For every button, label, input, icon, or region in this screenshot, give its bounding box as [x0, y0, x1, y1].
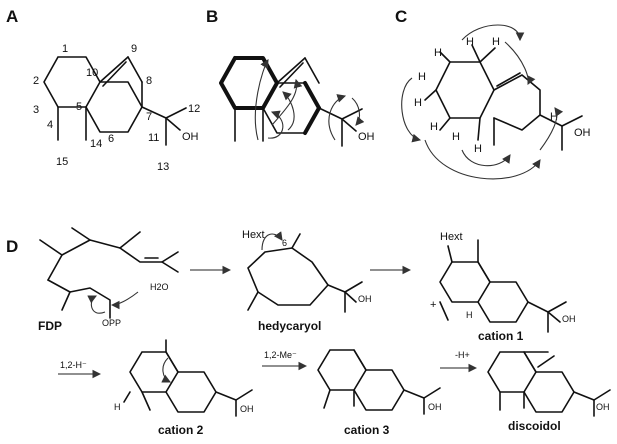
cation-1-structure	[439, 239, 567, 333]
cation1-h: H	[466, 310, 473, 320]
methyl-shift-label: 1,2-Me⁻	[264, 350, 297, 360]
h-atom-8: H	[474, 143, 482, 155]
atom-number-14: 14	[90, 138, 102, 150]
noesy-correlation-arrows	[401, 24, 564, 180]
atom-number-2: 2	[33, 75, 39, 87]
atom-number-12: 12	[188, 103, 200, 115]
hext-label-hedycaryol: Hext	[242, 229, 265, 241]
cation-3-structure	[317, 349, 441, 415]
h-atom-5: H	[414, 97, 422, 109]
h-atom-2: H	[466, 36, 474, 48]
noesy-h-labels: H H H H H H H H H	[414, 36, 558, 155]
hedycaryol-label: hedycaryol	[258, 319, 321, 333]
panel-label-b: B	[206, 7, 218, 26]
hmbc-correlation-arrows	[254, 59, 365, 141]
opp-label: OPP	[102, 318, 121, 328]
discoidol-structure	[487, 351, 611, 417]
atom-number-7: 7	[146, 111, 152, 123]
h-atom-9: H	[550, 111, 558, 123]
h-atom-4: H	[418, 71, 426, 83]
atom-number-13: 13	[157, 161, 169, 173]
fdp-attack-arrow	[110, 291, 139, 310]
atom-number-10: 10	[86, 67, 98, 79]
atom-number-1: 1	[62, 43, 68, 55]
panel-label-a: A	[6, 7, 18, 26]
fdp-label: FDP	[38, 319, 62, 333]
structure-hmbc	[219, 56, 363, 147]
methyl-shift-arrow	[161, 357, 171, 383]
cation-3-label: cation 3	[344, 423, 390, 437]
cation2-h: H	[114, 402, 121, 412]
h-atom-3: H	[492, 36, 500, 48]
fdp-opp-arrow	[87, 295, 106, 314]
atom-number-5: 5	[76, 101, 82, 113]
hydroxyl-label-c: OH	[574, 127, 591, 139]
hedycaryol-protonation-arrow	[261, 231, 283, 251]
atom-number-6: 6	[108, 133, 114, 145]
hedycaryol-structure	[247, 233, 363, 313]
hydroxyl-label-discoidol: OH	[596, 402, 610, 412]
atom-number-8: 8	[146, 75, 152, 87]
structure-noesy	[424, 44, 583, 151]
panel-label-d: D	[6, 237, 18, 256]
hydroxyl-label-a: OH	[182, 131, 199, 143]
h-atom-7: H	[452, 131, 460, 143]
hydroxyl-label-hedycaryol: OH	[358, 294, 372, 304]
atom-number-4: 4	[47, 119, 53, 131]
h-atom-6: H	[430, 121, 438, 133]
atom-number-11: 11	[148, 132, 159, 144]
hext-label-cation1: Hext	[440, 231, 463, 243]
water-label: H2O	[150, 282, 169, 292]
cation-2-structure	[123, 339, 253, 417]
hydroxyl-label-cation2: OH	[240, 404, 254, 414]
hydroxyl-label-cation1: OH	[562, 314, 576, 324]
structure-numbered	[43, 56, 187, 146]
hydride-shift-label: 1,2-H⁻	[60, 360, 87, 370]
panel-label-c: C	[395, 7, 407, 26]
carbon-6-label: 6	[282, 238, 287, 248]
atom-number-3: 3	[33, 104, 39, 116]
discoidol-label: discoidol	[508, 419, 561, 433]
cation1-charge: +	[430, 299, 436, 311]
cation-2-label: cation 2	[158, 423, 204, 437]
hydroxyl-label-b: OH	[358, 131, 375, 143]
cation-1-label: cation 1	[478, 329, 524, 343]
hydroxyl-label-cation3: OH	[428, 402, 442, 412]
h-atom-1: H	[434, 47, 442, 59]
deprotonation-label: -H+	[455, 350, 470, 360]
atom-number-15: 15	[56, 156, 68, 168]
fdp-structure	[39, 227, 179, 319]
atom-number-9: 9	[131, 43, 137, 55]
